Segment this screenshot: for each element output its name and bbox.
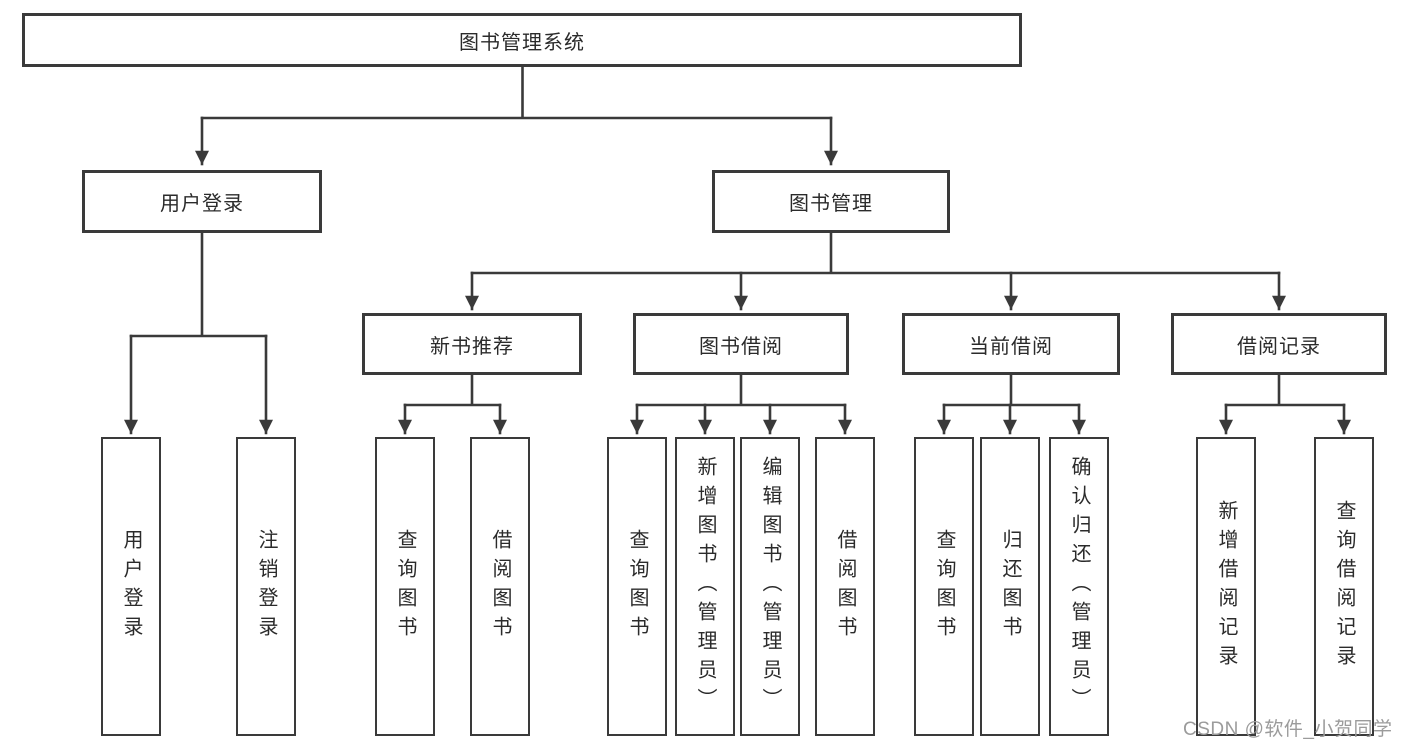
leaf-logout: 注销登录 — [236, 437, 296, 736]
leaf-records-add-record: 新增借阅记录 — [1196, 437, 1256, 736]
leaf-current-return-books: 归还图书 — [980, 437, 1040, 736]
node-book-borrowing: 图书借阅 — [633, 313, 849, 375]
csdn-watermark: CSDN @软件_小贺同学 — [1183, 719, 1393, 740]
leaf-recommend-query-books: 查询图书 — [375, 437, 435, 736]
leaf-user-login: 用户登录 — [101, 437, 161, 736]
leaf-records-query-record: 查询借阅记录 — [1314, 437, 1374, 736]
leaf-recommend-borrow-books: 借阅图书 — [470, 437, 530, 736]
leaf-borrowing-edit-books-admin: 编辑图书（管理员） — [740, 437, 800, 736]
leaf-borrowing-query-books: 查询图书 — [607, 437, 667, 736]
leaf-borrowing-borrow-books: 借阅图书 — [815, 437, 875, 736]
node-new-book-recommend: 新书推荐 — [362, 313, 582, 375]
node-book-management: 图书管理 — [712, 170, 950, 233]
node-root-system: 图书管理系统 — [22, 13, 1022, 67]
leaf-current-confirm-return-admin: 确认归还（管理员） — [1049, 437, 1109, 736]
node-current-borrowing: 当前借阅 — [902, 313, 1120, 375]
node-borrow-records: 借阅记录 — [1171, 313, 1387, 375]
leaf-current-query-books: 查询图书 — [914, 437, 974, 736]
leaf-borrowing-add-books-admin: 新增图书（管理员） — [675, 437, 735, 736]
node-user-login: 用户登录 — [82, 170, 322, 233]
